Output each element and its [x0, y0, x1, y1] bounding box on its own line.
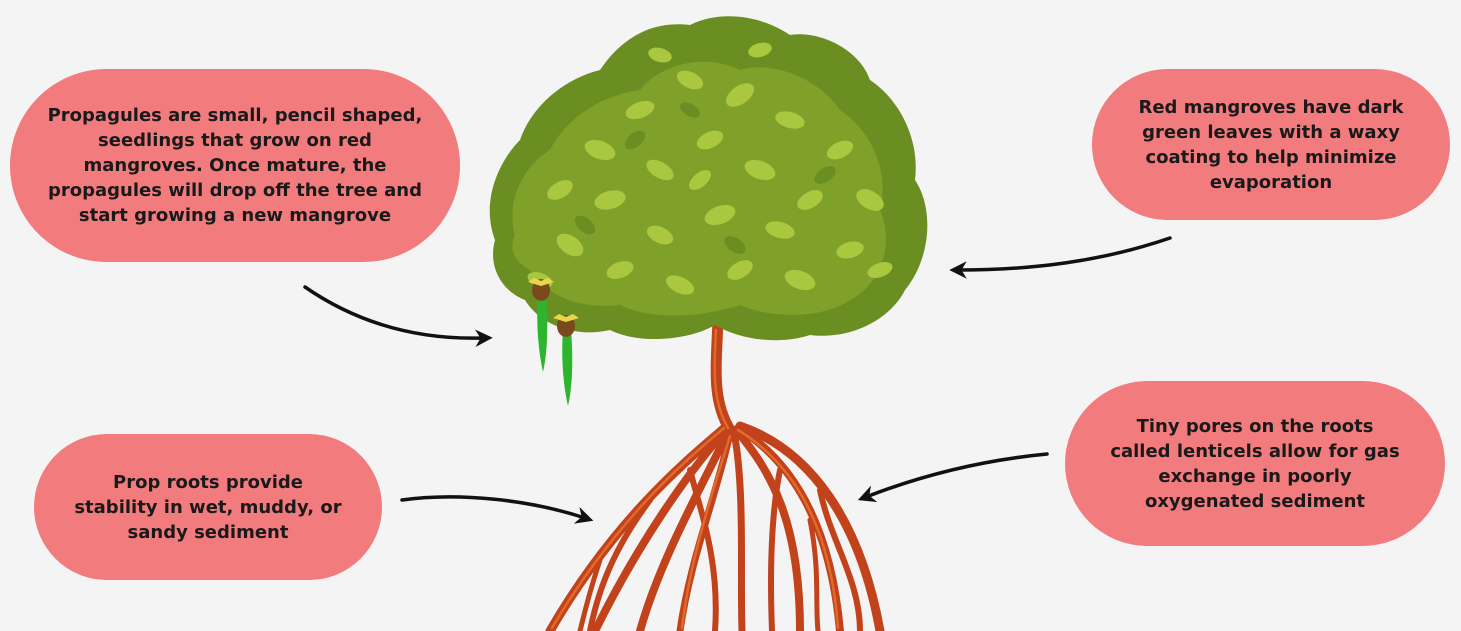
arrow-icon [402, 497, 585, 518]
callout-prop-roots: Prop roots provide stability in wet, mud… [34, 434, 382, 580]
arrow-icon [958, 238, 1170, 270]
callout-prop-roots-text: Prop roots provide stability in wet, mud… [74, 470, 342, 545]
callout-leaves-text: Red mangroves have dark green leaves wit… [1128, 95, 1414, 195]
callout-lenticels: Tiny pores on the roots called lenticels… [1065, 381, 1445, 546]
callout-propagules: Propagules are small, pencil shaped, see… [10, 69, 460, 262]
arrow-icon [305, 287, 484, 338]
callout-leaves: Red mangroves have dark green leaves wit… [1092, 69, 1450, 220]
callout-lenticels-text: Tiny pores on the roots called lenticels… [1109, 414, 1401, 514]
canopy [490, 16, 928, 340]
arrow-icon [866, 454, 1047, 497]
callout-propagules-text: Propagules are small, pencil shaped, see… [44, 103, 426, 228]
